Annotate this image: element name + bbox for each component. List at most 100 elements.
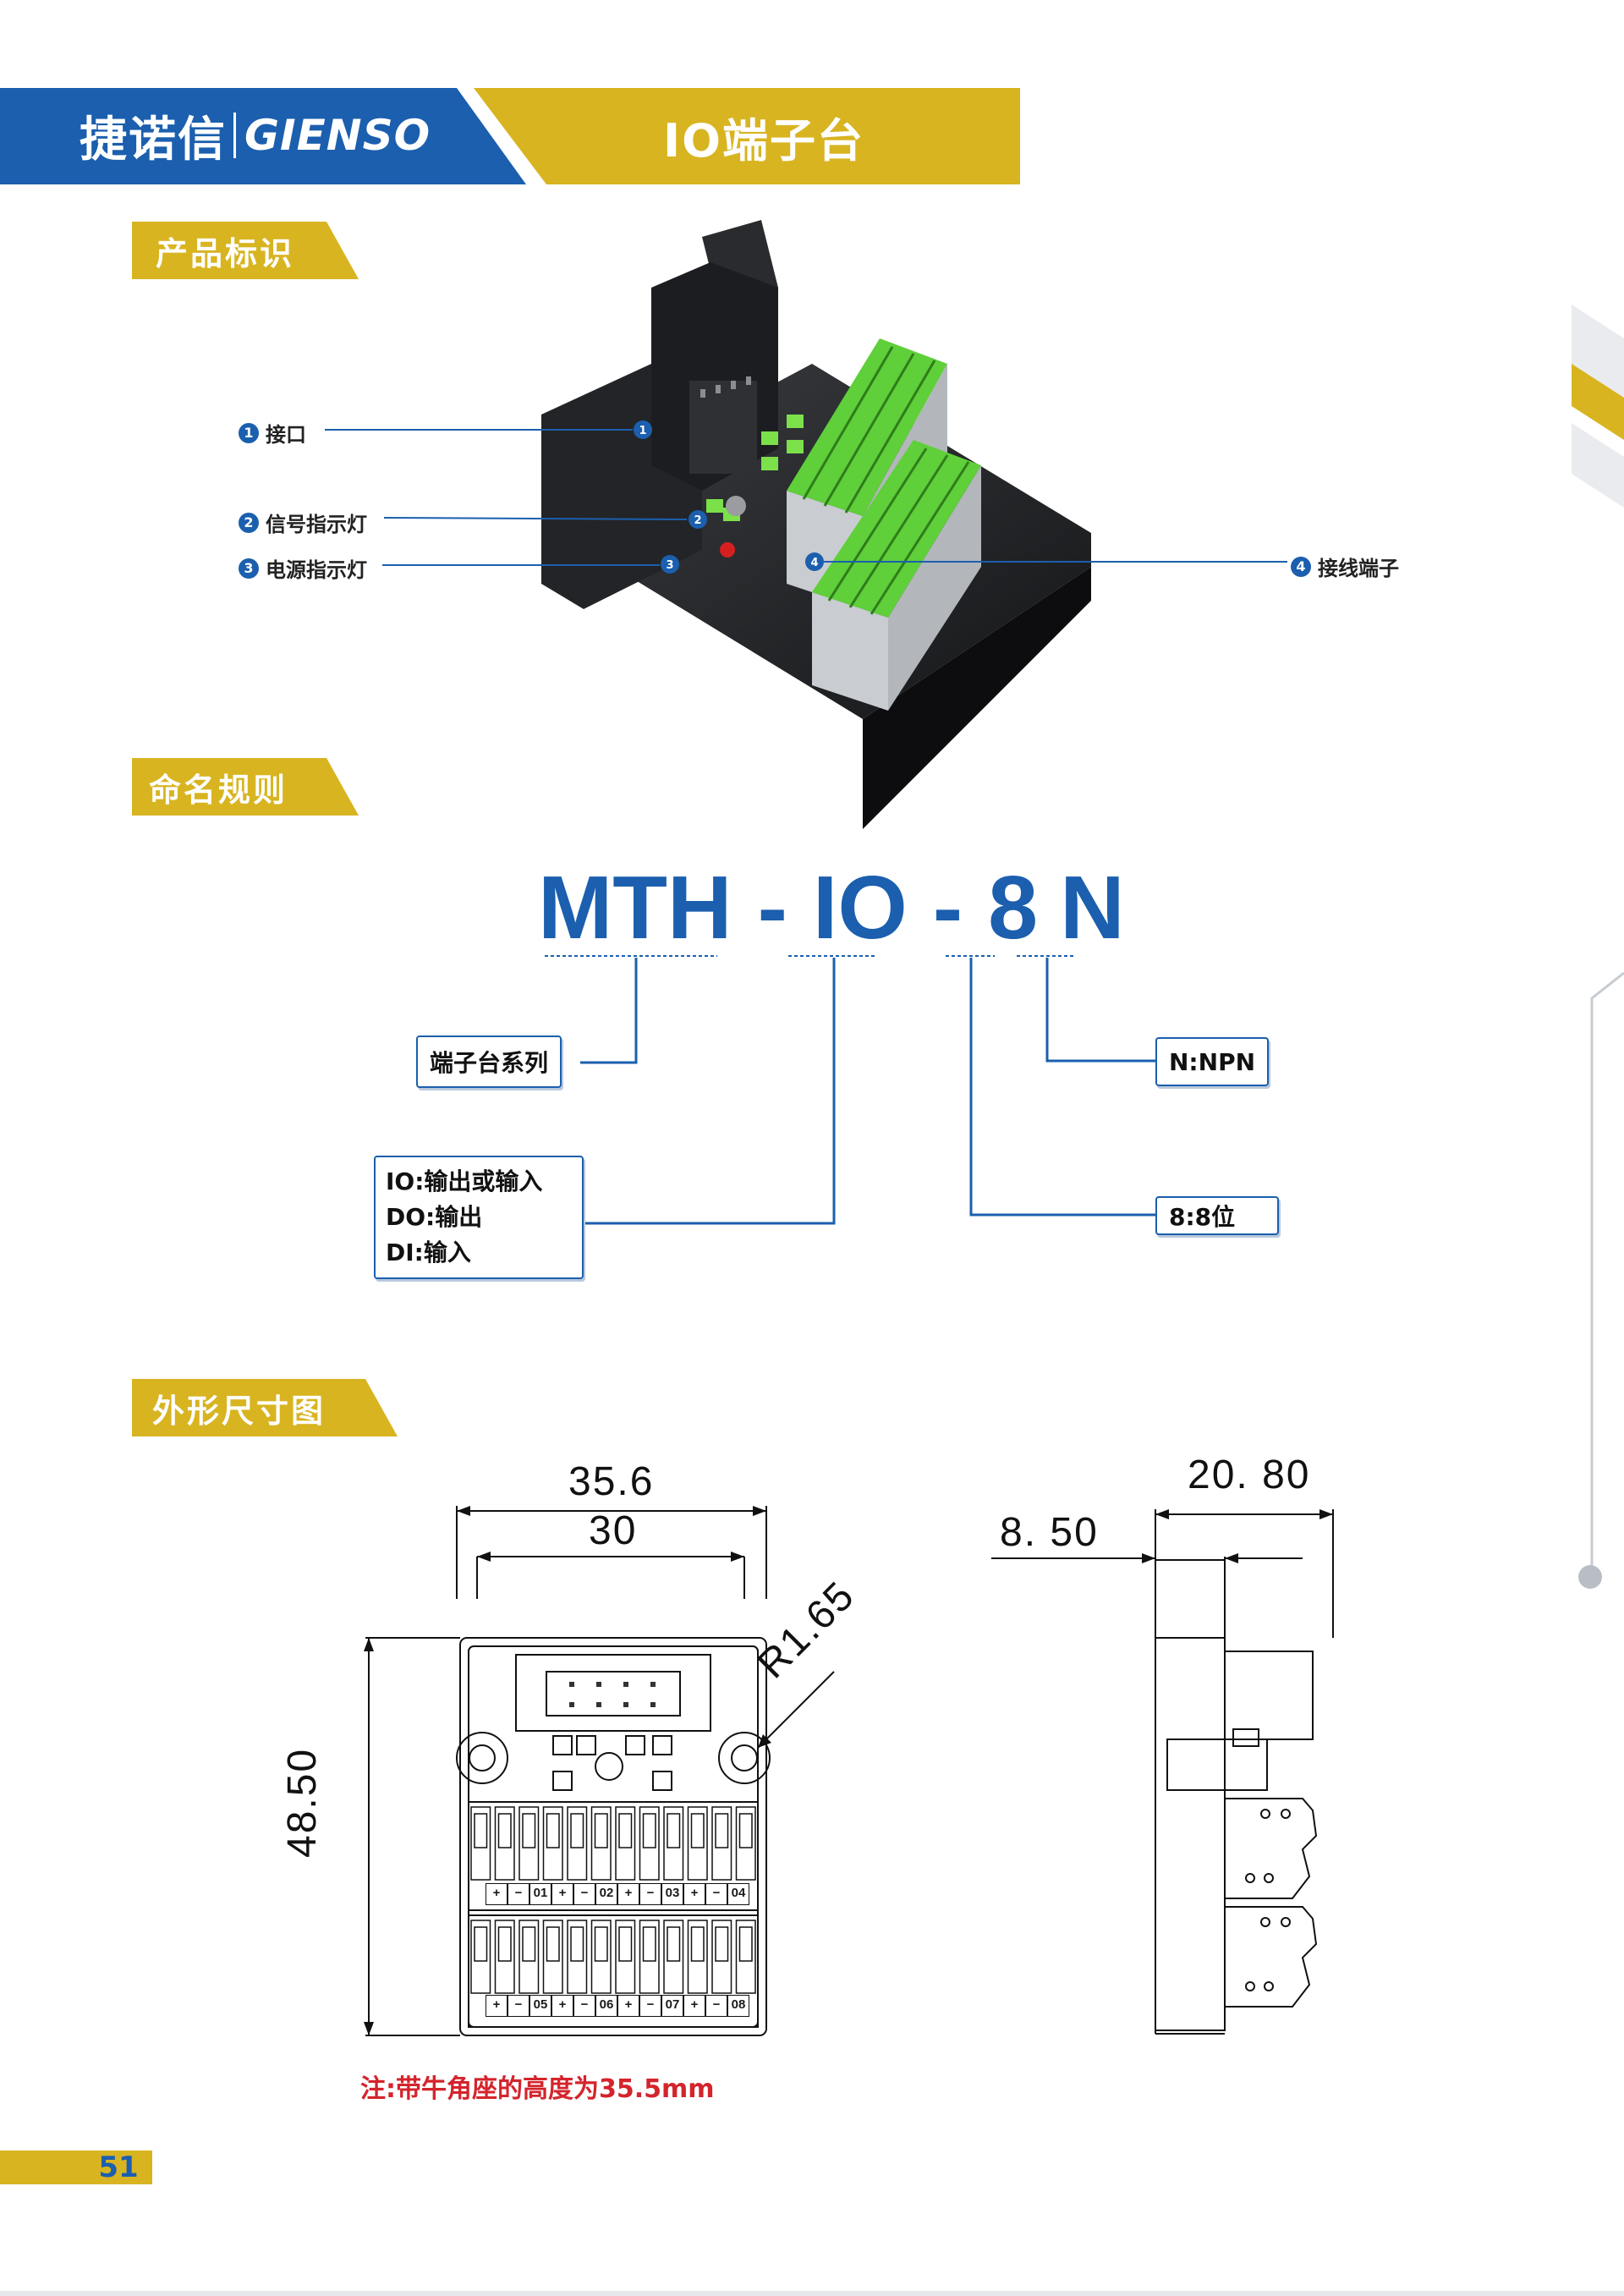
section-tag-product-id	[132, 222, 359, 279]
dim-width-inner: 30	[589, 1508, 638, 1553]
terminal-clamp	[642, 1813, 656, 1848]
front-view-drawing	[364, 1506, 835, 2036]
dim-width-outer: 35.6	[568, 1459, 655, 1504]
terminal-clamp	[522, 1926, 536, 1962]
terminal-clamp	[570, 1813, 584, 1848]
terminal-clamp	[738, 1813, 753, 1848]
terminal-labels-bottom: +−05+−06+−07+−08	[486, 1995, 749, 2017]
section-tag-naming	[132, 758, 359, 816]
section-title-product-id: 产品标识	[156, 234, 295, 272]
decorative-rail	[1578, 971, 1624, 1589]
terminal-slot	[567, 1806, 588, 1881]
brand-name-en: GIENSO	[244, 111, 431, 160]
terminal-slot	[590, 1806, 612, 1881]
model-separator: -	[932, 857, 963, 958]
section-tag-dimensions	[132, 1379, 398, 1436]
decorative-stripes	[1572, 305, 1624, 508]
terminal-clamp	[618, 1926, 633, 1962]
terminal-clamp	[594, 1926, 608, 1962]
terminal-slot	[542, 1920, 563, 1994]
callout-label: 信号指示灯	[266, 513, 367, 536]
terminal-label: +	[486, 1883, 508, 1905]
terminal-clamp	[715, 1813, 729, 1848]
terminal-clamp	[642, 1926, 656, 1962]
terminal-label: +	[551, 1995, 573, 2017]
terminal-slot	[542, 1806, 563, 1881]
terminal-label: −	[705, 1995, 727, 2017]
brand-logo: 捷诺信 GIENSO	[80, 102, 431, 169]
callout-number: 4	[1291, 556, 1311, 577]
terminal-clamp	[522, 1813, 536, 1848]
callout-number: 2	[239, 512, 259, 533]
model-part-series: MTH	[538, 857, 732, 958]
naming-leaders	[545, 955, 1155, 1225]
naming-io-line: IO:输出或输入	[386, 1167, 543, 1195]
callout-signal-led: 2 信号指示灯	[239, 508, 367, 537]
naming-box-bits: 8:8位	[1155, 1196, 1279, 1235]
model-code: MTH - IO - 8 N	[538, 853, 1125, 963]
section-title-naming: 命名规则	[149, 771, 288, 809]
terminal-slot	[494, 1920, 515, 1994]
callout-label: 接口	[266, 423, 306, 447]
terminal-clamp	[474, 1926, 488, 1962]
terminal-label: 04	[727, 1883, 749, 1905]
naming-box-io: IO:输出或输入 DO:输出 DI:输入	[374, 1156, 584, 1279]
model-part-type: N	[1060, 857, 1125, 958]
terminal-label: +	[617, 1995, 639, 2017]
terminal-slot	[663, 1806, 684, 1881]
callout-number: 1	[239, 422, 259, 443]
terminal-clamp	[474, 1813, 488, 1848]
terminal-clamp	[497, 1926, 512, 1962]
terminal-label: 02	[595, 1883, 617, 1905]
terminal-label: −	[639, 1995, 661, 2017]
note-text: 注:带牛角座的高度为35.5mm	[360, 2074, 715, 2104]
page-number: 51	[98, 2150, 139, 2184]
terminal-slot	[687, 1806, 708, 1881]
svg-text:1: 1	[639, 425, 646, 437]
dim-side-offset: 8. 50	[1000, 1510, 1099, 1555]
dim-side-total: 20. 80	[1188, 1453, 1311, 1497]
model-part-bits: 8	[988, 857, 1039, 958]
terminal-label: +	[683, 1883, 705, 1905]
callout-interface: 1 接口	[239, 418, 306, 448]
page-number-band	[0, 2150, 152, 2184]
terminal-slot	[518, 1806, 540, 1881]
callout-power-led: 3 电源指示灯	[239, 553, 367, 583]
terminal-slot	[470, 1920, 491, 1994]
terminal-slot	[590, 1920, 612, 1994]
terminal-slot	[615, 1920, 636, 1994]
callout-label: 电源指示灯	[266, 558, 367, 582]
terminal-slot	[470, 1806, 491, 1881]
terminal-clamp	[690, 1926, 705, 1962]
terminal-slot	[711, 1920, 732, 1994]
naming-io-line: DI:输入	[386, 1239, 471, 1266]
callout-terminal: 4 接线端子	[1291, 552, 1399, 581]
terminal-label: −	[705, 1883, 727, 1905]
callout-label: 接线端子	[1318, 557, 1399, 580]
dim-height: 48.50	[280, 1747, 325, 1858]
title-banner	[474, 88, 1020, 184]
naming-box-npn: N:NPN	[1155, 1037, 1270, 1086]
terminal-label: 01	[529, 1883, 551, 1905]
terminal-label: 05	[529, 1995, 551, 2017]
svg-text:2: 2	[694, 514, 701, 527]
terminal-clamp	[570, 1926, 584, 1962]
product-illustration: 1 2 3 4	[541, 220, 1091, 829]
terminal-label: −	[639, 1883, 661, 1905]
terminal-slot	[687, 1920, 708, 1994]
terminal-clamp	[546, 1926, 560, 1962]
terminal-slot	[518, 1920, 540, 1994]
terminal-slot	[615, 1806, 636, 1881]
terminal-label: −	[508, 1883, 529, 1905]
footer-rule	[0, 2291, 1624, 2296]
terminal-slot	[735, 1920, 756, 1994]
terminal-clamp	[715, 1926, 729, 1962]
terminal-slot	[639, 1920, 660, 1994]
terminal-clamp	[690, 1813, 705, 1848]
terminal-clamp	[594, 1813, 608, 1848]
section-title-dimensions: 外形尺寸图	[152, 1392, 326, 1430]
terminal-slot	[639, 1806, 660, 1881]
terminal-clamp	[667, 1813, 681, 1848]
callout-number: 3	[239, 558, 259, 579]
brand-divider	[233, 113, 236, 158]
